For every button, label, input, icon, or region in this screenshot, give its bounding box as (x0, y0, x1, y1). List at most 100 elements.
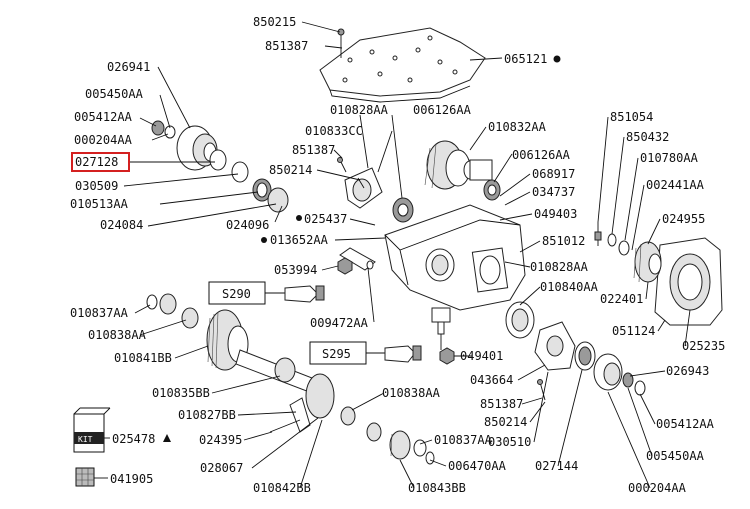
part-label[interactable]: 049403 (534, 207, 577, 221)
part-label[interactable]: 010842BB (253, 481, 311, 495)
right-small-parts[interactable] (594, 222, 630, 256)
part-label[interactable]: 030510 (488, 435, 531, 449)
part-label[interactable]: 025235 (682, 339, 725, 353)
part-label[interactable]: 005412AA (74, 110, 133, 124)
bearing-027144[interactable] (574, 341, 596, 371)
left-circlip-010837[interactable] (146, 294, 158, 310)
s290-connector[interactable] (265, 285, 325, 303)
dot-icon-065121 (553, 55, 561, 63)
part-label[interactable]: 041905 (110, 472, 153, 486)
part-label[interactable]: 010832AA (488, 120, 547, 134)
shift-fork-010827[interactable] (269, 397, 311, 433)
part-label[interactable]: 068917 (532, 167, 575, 181)
part-label[interactable]: 026941 (107, 60, 150, 74)
lower-bearings-010838[interactable] (340, 406, 382, 442)
part-label[interactable]: 009472AA (310, 316, 369, 330)
gearbox-housing[interactable] (384, 204, 526, 311)
part-label[interactable]: 051124 (612, 324, 655, 338)
part-label[interactable]: 024955 (662, 212, 705, 226)
part-label[interactable]: 024096 (226, 218, 269, 232)
leader-lines (94, 21, 691, 489)
s295-text: S295 (322, 347, 351, 361)
hex-nut-049401[interactable] (439, 347, 455, 365)
part-label[interactable]: 851054 (610, 110, 653, 124)
part-label[interactable]: 006126AA (512, 148, 571, 162)
part-label[interactable]: 010838AA (382, 386, 441, 400)
part-label[interactable]: 010840AA (540, 280, 599, 294)
part-label[interactable]: 053994 (274, 263, 317, 277)
s295-connector[interactable] (366, 345, 422, 363)
part-label[interactable]: 025437 (304, 212, 347, 226)
top-cover-plate[interactable] (319, 27, 486, 103)
highlight-box (71, 152, 130, 172)
part-label[interactable]: 005450AA (646, 449, 705, 463)
output-flange-026943[interactable] (593, 353, 646, 396)
part-label[interactable]: 026943 (666, 364, 709, 378)
part-label[interactable]: 851012 (542, 234, 585, 248)
part-label[interactable]: 000204AA (628, 481, 687, 495)
cube-icon-041905[interactable] (75, 467, 95, 487)
kit-box-icon[interactable]: KIT (73, 407, 111, 453)
lower-gear-010843[interactable] (389, 430, 435, 465)
part-label[interactable]: 010833CC (305, 124, 363, 138)
part-label[interactable]: 025478 (112, 432, 155, 446)
part-label[interactable]: 027144 (535, 459, 578, 473)
part-label[interactable]: 005450AA (85, 87, 144, 101)
part-label[interactable]: 851387 (265, 39, 308, 53)
dot-icon-013652 (261, 237, 267, 243)
part-label[interactable]: 850215 (253, 15, 296, 29)
part-label[interactable]: 043664 (470, 373, 513, 387)
part-label[interactable]: 010843BB (408, 481, 466, 495)
part-label[interactable]: 010838AA (88, 328, 147, 342)
right-gear-024955[interactable] (633, 241, 662, 283)
kit-text: KIT (78, 435, 93, 444)
bolt-851387-lower[interactable] (537, 379, 546, 401)
part-label[interactable]: 028067 (200, 461, 243, 475)
part-label[interactable]: 851387 (292, 143, 335, 157)
part-label[interactable]: 010513AA (70, 197, 129, 211)
part-label[interactable]: 030509 (75, 179, 118, 193)
part-label[interactable]: 010780AA (640, 151, 699, 165)
part-label[interactable]: 013652AA (270, 233, 329, 247)
highlighted-part-label[interactable]: 027128 (75, 155, 118, 169)
sensor-049401[interactable] (431, 307, 451, 350)
part-label[interactable]: 006470AA (448, 459, 507, 473)
shift-shaft[interactable] (337, 247, 376, 275)
part-label[interactable]: 010827BB (178, 408, 236, 422)
part-label[interactable]: 851387 (480, 397, 523, 411)
middle-bearing-010840[interactable] (505, 301, 535, 339)
part-label[interactable]: 022401 (600, 292, 643, 306)
part-label[interactable]: 010837AA (70, 306, 129, 320)
input-shaft-gear[interactable] (424, 140, 501, 201)
part-label[interactable]: 010828AA (330, 103, 389, 117)
left-flange-plate[interactable] (344, 167, 414, 223)
part-label[interactable]: 006126AA (413, 103, 472, 117)
part-label[interactable]: 049401 (460, 349, 503, 363)
main-shaft-010835[interactable] (235, 349, 335, 419)
left-bearing-housing[interactable] (151, 120, 289, 213)
s290-label-box[interactable]: S290 (208, 281, 266, 305)
part-label[interactable]: 034737 (532, 185, 575, 199)
needle-bearing-010838[interactable] (159, 293, 199, 329)
part-label[interactable]: 010841BB (114, 351, 172, 365)
dot-icon-025437 (296, 215, 302, 221)
part-label[interactable]: 065121 (504, 52, 547, 66)
part-label[interactable]: 024084 (100, 218, 143, 232)
s295-label-box[interactable]: S295 (309, 341, 367, 365)
flange-plate-043664[interactable] (534, 321, 576, 371)
part-labels: 850215 851387 065121 026941 005450AA 005… (70, 15, 725, 495)
part-label[interactable]: 850214 (484, 415, 527, 429)
part-label[interactable]: 002441AA (646, 178, 705, 192)
cover-bolt[interactable] (337, 28, 345, 58)
part-label[interactable]: 005412AA (656, 417, 715, 431)
triangle-icon-025478 (163, 434, 171, 442)
part-label[interactable]: 010837AA (434, 433, 493, 447)
part-label[interactable]: 850432 (626, 130, 669, 144)
part-label[interactable]: 010835BB (152, 386, 210, 400)
part-label[interactable]: 000204AA (74, 133, 133, 147)
right-end-cover[interactable] (654, 237, 723, 326)
part-label[interactable]: 010828AA (530, 260, 589, 274)
part-label[interactable]: 024395 (199, 433, 242, 447)
part-label[interactable]: 850214 (269, 163, 312, 177)
